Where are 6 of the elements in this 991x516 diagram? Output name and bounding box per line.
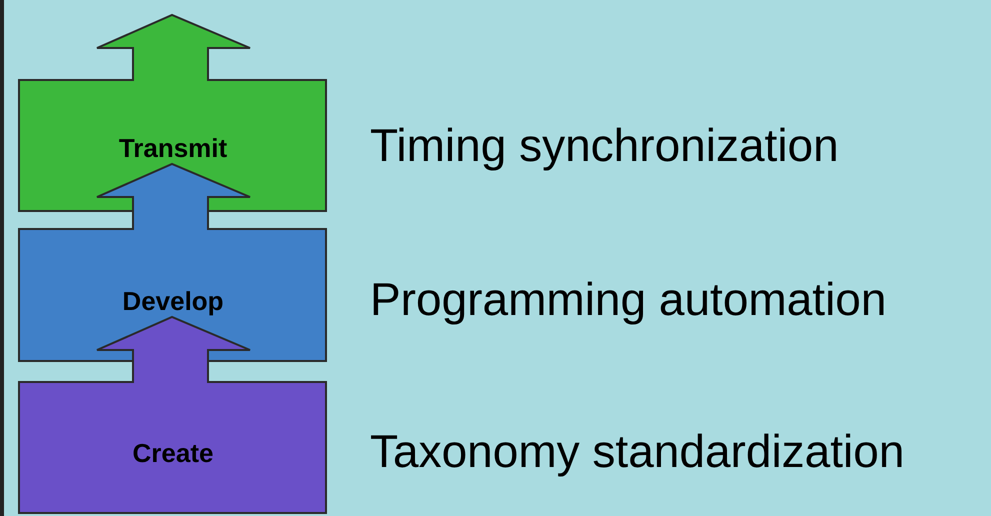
- node-label: Transmit: [118, 133, 228, 164]
- node-label: Develop: [122, 286, 224, 317]
- description-text: Programming automation: [370, 272, 886, 326]
- node-label: Create: [132, 438, 214, 469]
- description-text: Timing synchronization: [370, 118, 839, 172]
- description-text: Taxonomy standardization: [370, 424, 904, 478]
